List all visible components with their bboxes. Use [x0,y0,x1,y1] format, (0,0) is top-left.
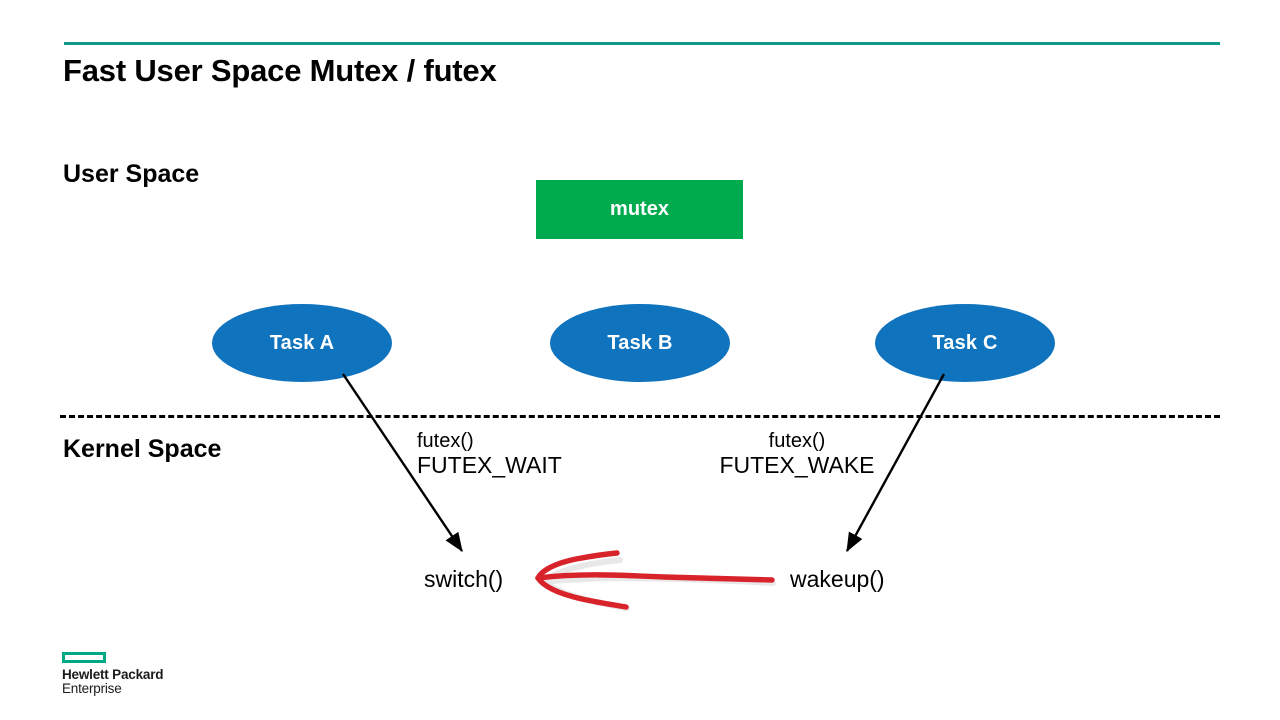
hpe-logo-line2: Enterprise [62,681,122,697]
title-accent-rule [64,42,1220,45]
task-a-label: Task A [269,331,335,354]
futex-wait-annotation: futex() FUTEX_WAIT [417,430,562,478]
futex-wake-annotation: futex() FUTEX_WAKE [712,430,882,478]
task-c-node: Task C [875,304,1055,382]
futex-wake-fn: futex() [768,430,826,452]
hpe-logo-line1: Hewlett Packard [62,667,164,682]
user-space-label: User Space [63,160,200,188]
mutex-box: mutex [536,180,743,239]
futex-wait-fn: futex() [417,430,474,452]
page-title: Fast User Space Mutex / futex [63,53,497,88]
red-highlight-arrow [535,550,776,611]
mutex-box-label: mutex [610,198,669,220]
hpe-logo-mark-icon [62,652,106,663]
futex-wait-op: FUTEX_WAIT [417,451,562,478]
wakeup-term-label: wakeup() [790,566,885,592]
task-b-label: Task B [607,331,673,354]
user-kernel-boundary-divider [60,415,1220,418]
hpe-logo: Hewlett Packard Enterprise [62,652,163,696]
task-b-node: Task B [550,304,730,382]
task-a-node: Task A [212,304,392,382]
switch-term-label: switch() [424,566,504,592]
kernel-space-label: Kernel Space [63,435,222,463]
task-c-label: Task C [932,331,998,354]
futex-wake-op: FUTEX_WAKE [719,451,875,478]
